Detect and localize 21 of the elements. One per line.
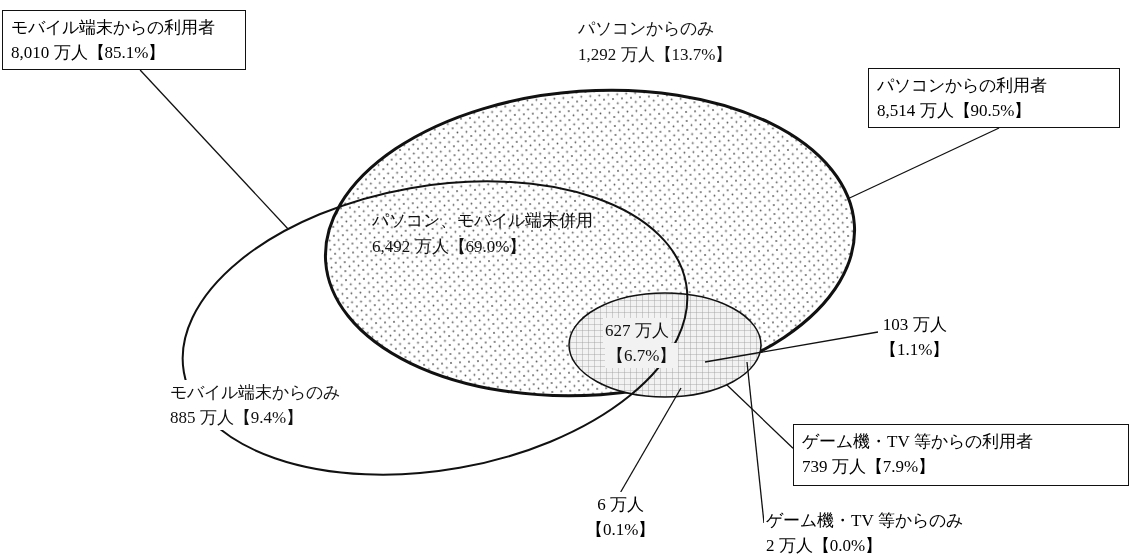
callout-text: パソコンからの利用者	[877, 75, 1048, 97]
callout-box	[793, 424, 1129, 486]
callout-text: モバイル端末からの利用者	[11, 17, 216, 39]
leader-line	[620, 387, 682, 493]
leader-line	[726, 384, 794, 449]
leader-line	[847, 127, 1000, 200]
region-label: モバイル端末からのみ	[168, 380, 342, 405]
callout-box	[2, 10, 246, 70]
region-label: 6,492 万人【69.0%】	[372, 236, 527, 258]
region-label: 1,292 万人【13.7%】	[578, 44, 733, 66]
callout-text: 8,010 万人【85.1%】	[11, 42, 167, 64]
region-label: パソコン、モバイル端末併用	[372, 210, 593, 232]
callout-box	[868, 68, 1120, 128]
leader-line	[139, 69, 289, 230]
region-label: 627 万人	[603, 318, 671, 343]
leader-line	[704, 331, 879, 363]
callout-text: ゲーム機・TV 等からの利用者	[802, 431, 1034, 453]
callout-text: 8,514 万人【90.5%】	[877, 100, 1033, 122]
region-label: パソコンからのみ	[578, 18, 714, 40]
callout-text: 739 万人【7.9%】	[802, 456, 937, 478]
region-label: 【6.7%】	[605, 343, 679, 368]
